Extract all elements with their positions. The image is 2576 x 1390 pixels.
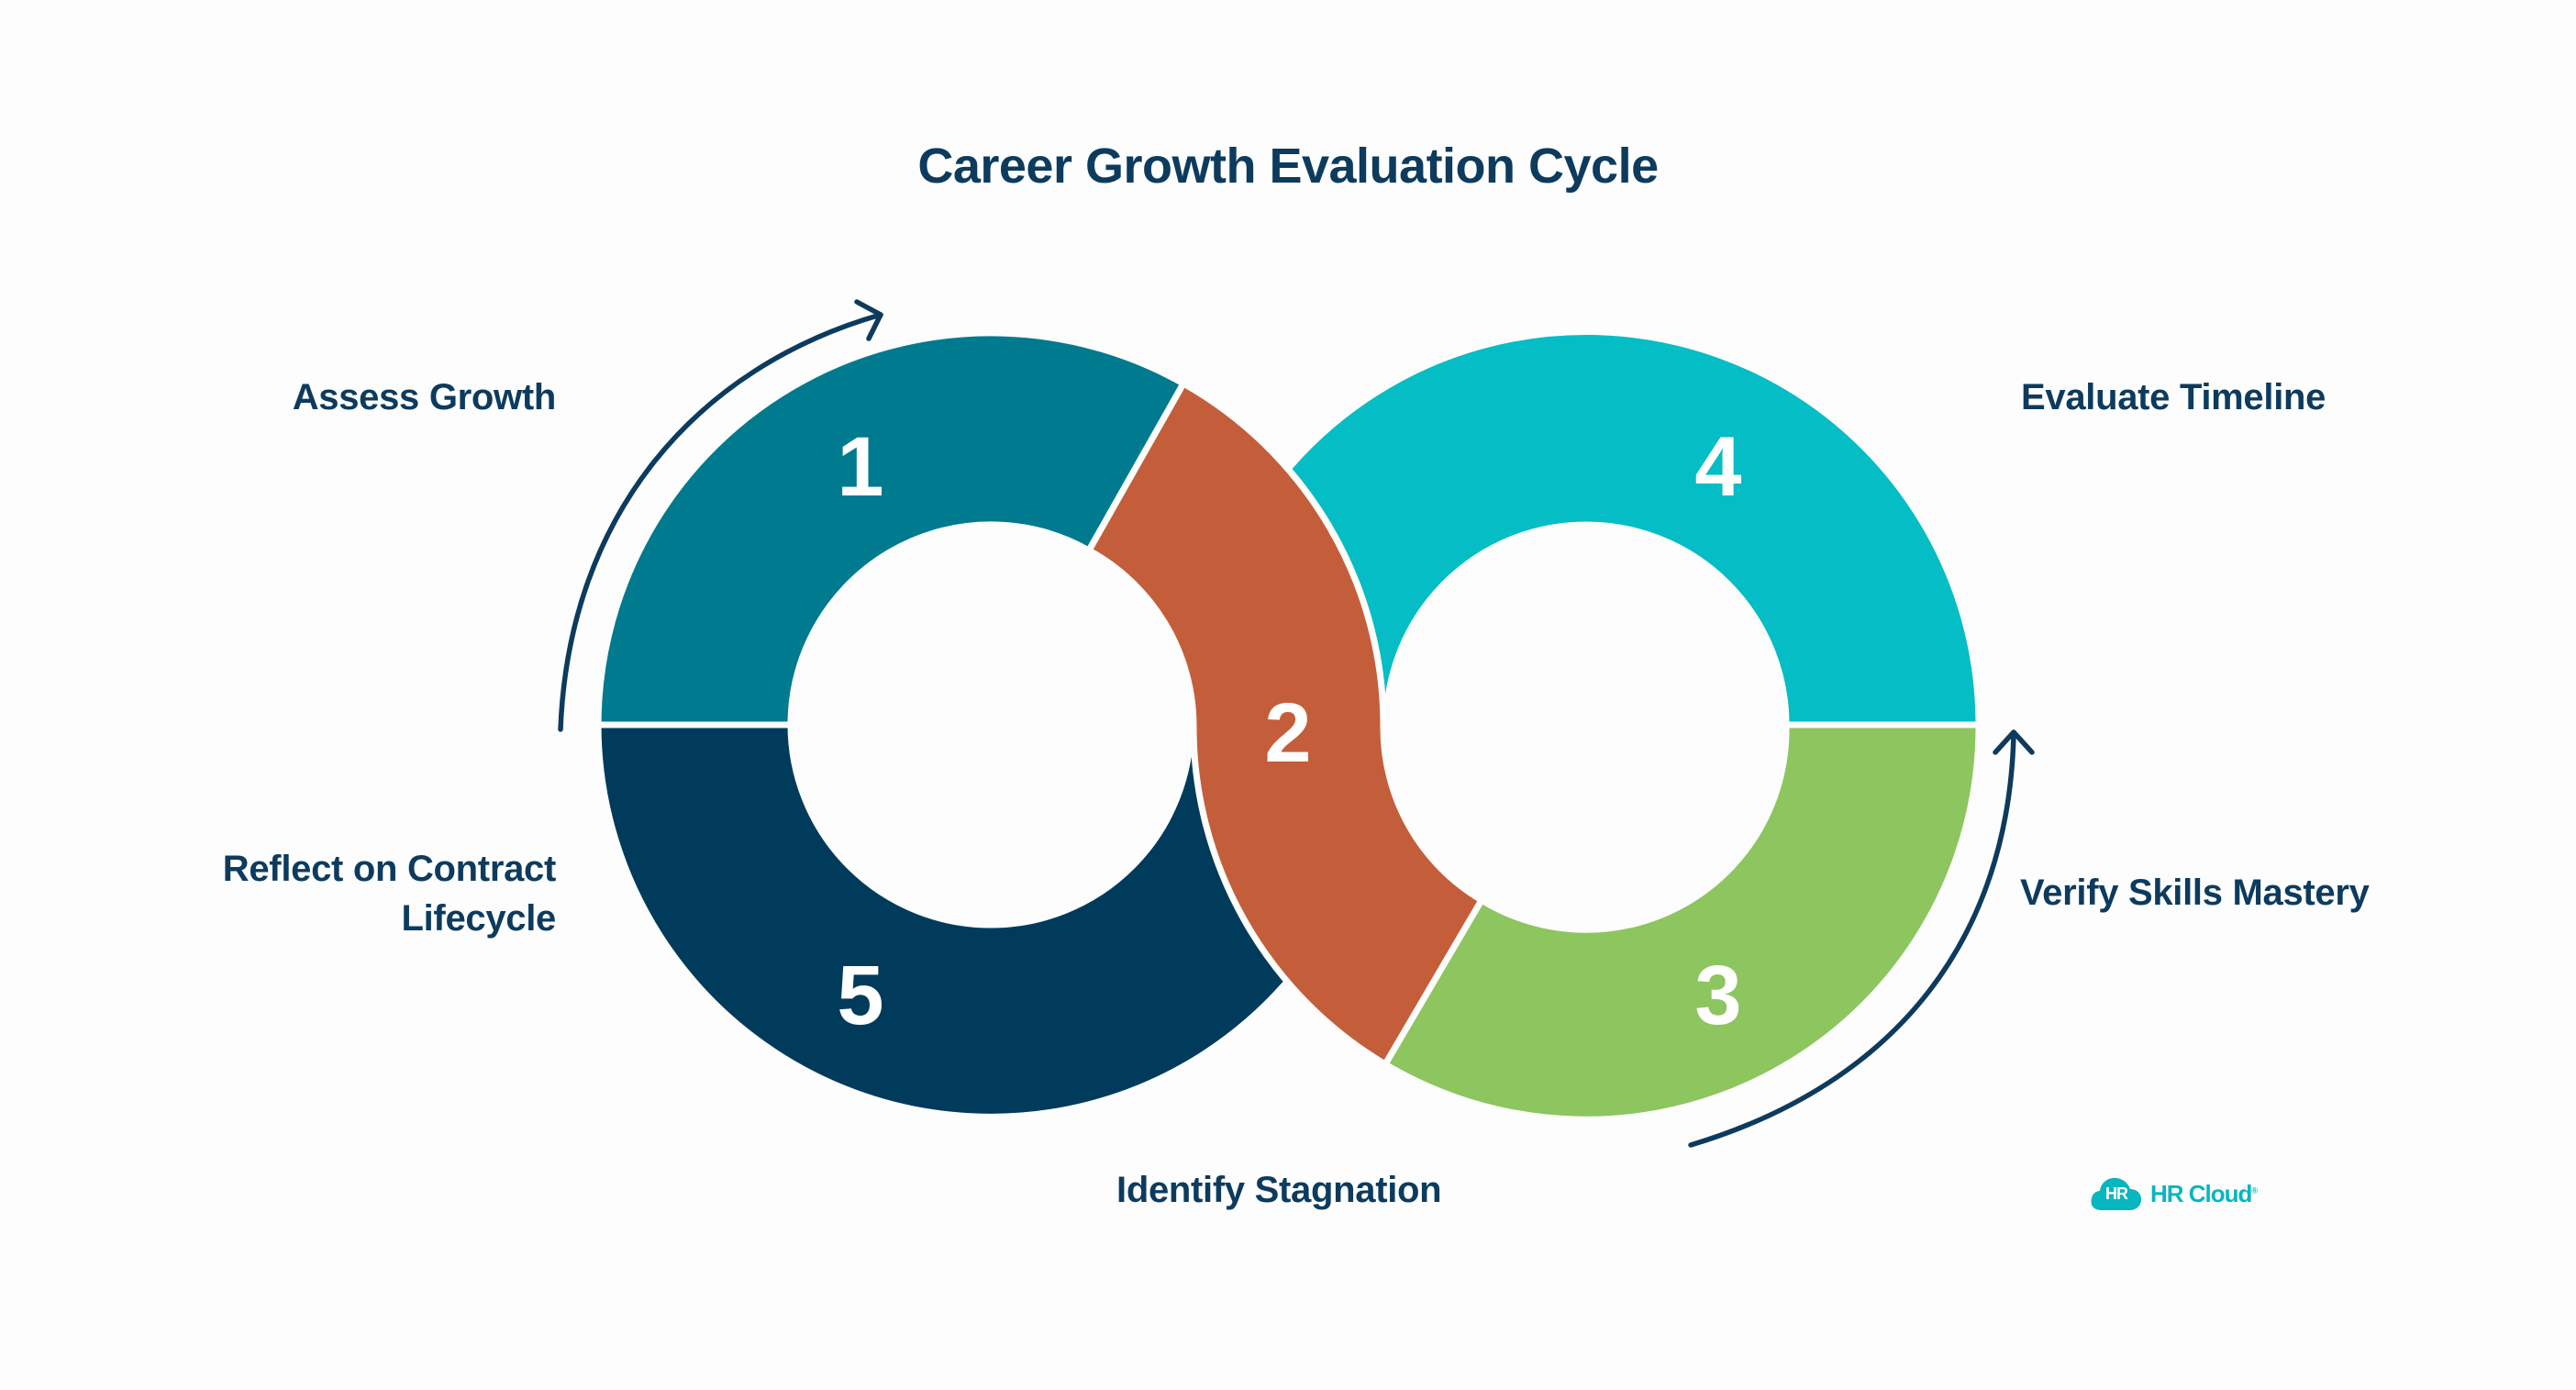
step-number-3: 3 [1694, 949, 1741, 1042]
label-reflect-contract-lifecycle: Reflect on Contract Lifecycle [183, 844, 557, 943]
label-reflect-line1: Reflect on Contract [222, 849, 557, 889]
logo-icon-text: HR [2105, 1184, 2128, 1203]
logo-text: HR Cloud® [2150, 1179, 2258, 1208]
label-identify-stagnation: Identify Stagnation [1116, 1170, 1442, 1210]
step-number-5: 5 [837, 949, 883, 1042]
logo-brand-name: HR Cloud [2150, 1179, 2252, 1207]
diagram-title: Career Growth Evaluation Cycle [917, 139, 1659, 194]
step-number-4: 4 [1694, 420, 1741, 514]
segment-3-verify-skills [1382, 721, 1982, 1123]
segment-5-reflect [594, 721, 1292, 1120]
label-verify-skills-mastery: Verify Skills Mastery [2020, 873, 2370, 913]
registered-mark: ® [2251, 1184, 2258, 1195]
segment-4-evaluate-timeline [1284, 328, 1982, 728]
cloud-icon: HR [2090, 1175, 2143, 1212]
step-number-1: 1 [837, 420, 883, 514]
label-assess-growth: Assess Growth [292, 377, 557, 417]
label-evaluate-timeline: Evaluate Timeline [2021, 377, 2326, 417]
arrow-icon-left-cycle [558, 299, 883, 732]
segment-1-assess-growth [594, 329, 1187, 728]
hr-cloud-logo: HR HR Cloud® [2090, 1174, 2258, 1213]
segment-2-identify-stagnation [1085, 380, 1485, 1068]
label-reflect-line2: Lifecycle [401, 898, 556, 939]
step-number-2: 2 [1264, 686, 1311, 780]
arrow-icon-right-cycle [1688, 729, 2035, 1148]
